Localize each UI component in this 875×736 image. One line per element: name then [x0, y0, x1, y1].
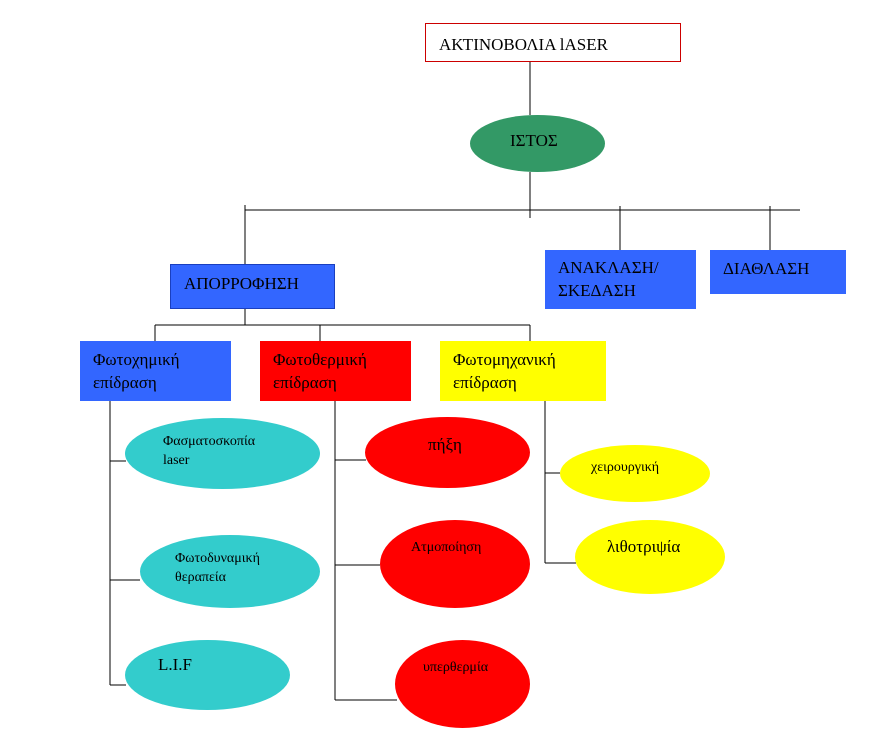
spectroscopy-label-2: laser [163, 453, 190, 468]
spectroscopy-node [125, 418, 320, 489]
hyperthermia-label: υπερθερμία [423, 660, 489, 675]
surgery-label: χειρουργική [591, 460, 660, 475]
absorption-box: ΑΠΟΡΡΟΦΗΣΗ [170, 264, 335, 309]
pdt-label-2: θεραπεία [175, 570, 226, 585]
refraction-label: ΔΙΑΘΛΑΣΗ [723, 259, 810, 278]
spectroscopy-label: Φασματοσκοπία laser [163, 432, 255, 470]
coagulation-label: πήξη [428, 435, 462, 454]
lif-node [125, 640, 290, 710]
lithotripsy-node [575, 520, 725, 594]
reflection-box: ΑΝΑΚΛΑΣΗ/ ΣΚΕΔΑΣΗ [545, 250, 696, 309]
photochemical-label-2: επίδραση [93, 373, 157, 392]
photothermal-label-2: επίδραση [273, 373, 337, 392]
tissue-node [470, 115, 605, 172]
refraction-box: ΔΙΑΘΛΑΣΗ [710, 250, 846, 294]
hyperthermia-node [395, 640, 530, 728]
reflection-label-2: ΣΚΕΔΑΣΗ [558, 281, 636, 300]
vaporization-label: Ατμοποίηση [411, 540, 482, 555]
photochemical-label-1: Φωτοχημική [93, 350, 180, 369]
vaporization-node [380, 520, 530, 608]
title-box: ΑΚΤΙΝΟΒΟΛΙΑ lASER [425, 23, 681, 62]
pdt-label: Φωτοδυναμική θεραπεία [175, 549, 260, 587]
title-label: ΑΚΤΙΝΟΒΟΛΙΑ lASER [439, 35, 608, 54]
coagulation-node [365, 417, 530, 488]
tissue-label: ΙΣΤΟΣ [510, 131, 558, 150]
pdt-node [140, 535, 320, 608]
lithotripsy-label: λιθοτριψία [607, 537, 681, 556]
photomechanical-box: Φωτομηχανική επίδραση [440, 341, 606, 401]
pdt-label-1: Φωτοδυναμική [175, 551, 260, 566]
spectroscopy-label-1: Φασματοσκοπία [163, 434, 256, 449]
photothermal-box: Φωτοθερμική επίδραση [260, 341, 411, 401]
photomechanical-label-2: επίδραση [453, 373, 517, 392]
surgery-node [560, 445, 710, 502]
photothermal-label-1: Φωτοθερμική [273, 350, 367, 369]
photomechanical-label-1: Φωτομηχανική [453, 350, 556, 369]
photochemical-box: Φωτοχημική επίδραση [80, 341, 231, 401]
lif-label: L.I.F [158, 655, 192, 674]
reflection-label-1: ΑΝΑΚΛΑΣΗ/ [558, 258, 659, 277]
absorption-label: ΑΠΟΡΡΟΦΗΣΗ [184, 274, 299, 293]
